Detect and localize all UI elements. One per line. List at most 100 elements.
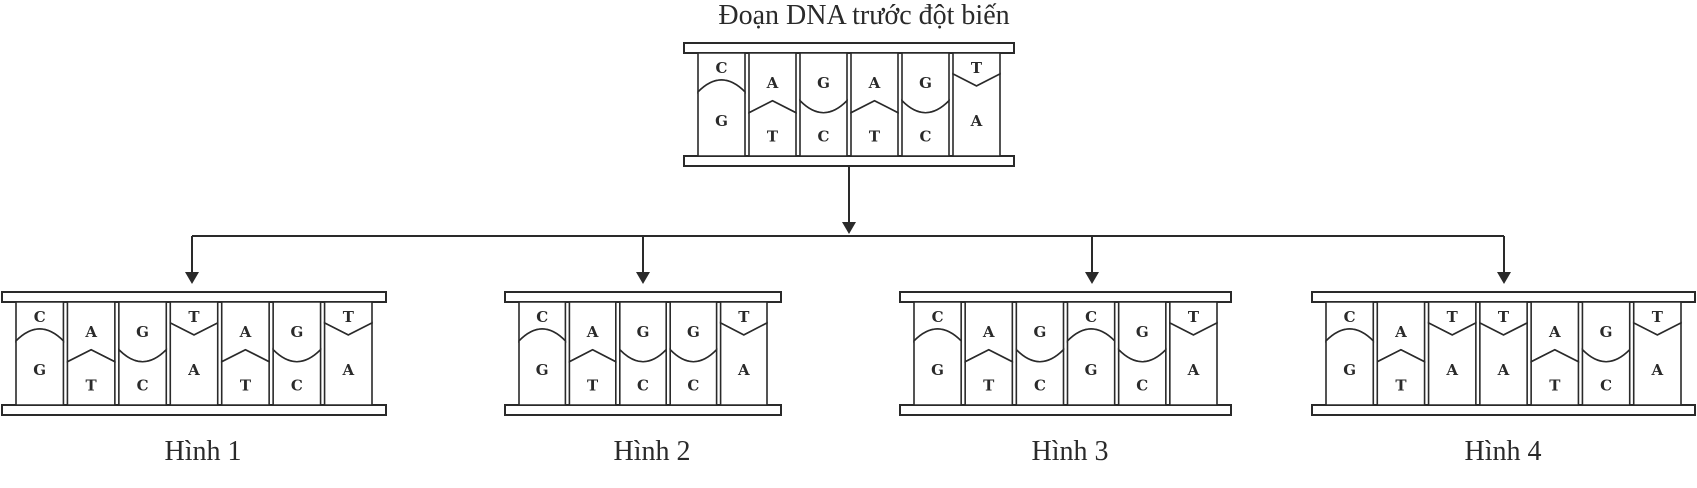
base-bottom-shape: [15, 328, 65, 406]
backbone-bottom: [683, 155, 1015, 167]
base-pair: AT: [850, 52, 899, 157]
base-bottom-shape: [272, 347, 322, 406]
base-bottom-shape: [952, 72, 1001, 157]
backbone-bottom: [899, 404, 1232, 416]
base-pair: TA: [169, 301, 219, 406]
base-top-letter: A: [868, 74, 881, 92]
base-bottom-shape: [697, 79, 746, 157]
base-bottom-letter: C: [637, 377, 649, 395]
base-top-letter: C: [716, 59, 728, 77]
base-top-letter: C: [34, 308, 46, 326]
base-top-letter: C: [1344, 308, 1356, 326]
base-pair: GC: [1015, 301, 1065, 406]
base-pair: TA: [1169, 301, 1218, 406]
base-top-letter: G: [290, 323, 303, 341]
base-bottom-letter: T: [1549, 377, 1561, 395]
base-pair: AT: [568, 301, 617, 406]
base-top-letter: A: [766, 74, 779, 92]
backbone-top: [683, 42, 1015, 54]
arrowhead-icon: [185, 272, 199, 284]
base-top-letter: A: [1548, 323, 1561, 341]
base-top-letter: C: [536, 308, 548, 326]
base-top-letter: C: [932, 308, 944, 326]
base-bottom-letter: C: [137, 377, 149, 395]
base-bottom-letter: C: [1136, 377, 1148, 395]
base-bottom-shape: [118, 347, 168, 406]
base-top-letter: A: [586, 323, 599, 341]
base-top-letter: A: [1394, 323, 1407, 341]
base-pair: GC: [118, 301, 168, 406]
base-top-letter: T: [1188, 308, 1200, 326]
base-top-letter: T: [971, 59, 983, 77]
base-top-letter: T: [343, 308, 355, 326]
base-bottom-shape: [220, 348, 270, 406]
base-bottom-letter: G: [931, 361, 944, 379]
base-bottom-shape: [669, 347, 718, 406]
base-pair: AT: [1530, 301, 1580, 406]
base-bottom-letter: G: [715, 112, 728, 130]
base-top-letter: G: [1600, 323, 1613, 341]
base-bottom-letter: G: [536, 361, 549, 379]
base-pair: TA: [1632, 301, 1682, 406]
base-pair: TA: [1479, 301, 1528, 406]
backbone-bottom: [504, 404, 782, 416]
base-bottom-letter: C: [1600, 377, 1612, 395]
base-top-letter: T: [738, 308, 750, 326]
base-bottom-letter: A: [341, 361, 354, 379]
base-bottom-shape: [901, 98, 950, 157]
base-bottom-shape: [1169, 321, 1218, 406]
arrowhead-icon: [1497, 272, 1511, 284]
arrowhead-icon: [842, 222, 856, 234]
base-pair: GC: [1581, 301, 1631, 406]
base-bottom-letter: T: [1395, 377, 1407, 395]
base-top-letter: A: [982, 323, 995, 341]
base-bottom-shape: [964, 348, 1014, 406]
base-bottom-letter: C: [920, 128, 932, 146]
base-pair: AT: [964, 301, 1014, 406]
base-pair: CG: [15, 301, 65, 406]
figure-1-label: Hình 1: [164, 436, 242, 467]
base-bottom-letter: A: [1445, 361, 1458, 379]
base-pair: CG: [1325, 301, 1375, 406]
base-pair: TA: [323, 301, 373, 406]
backbone-top: [504, 291, 782, 303]
base-pair: AT: [220, 301, 270, 406]
base-bottom-shape: [66, 348, 116, 406]
base-bottom-letter: A: [737, 361, 750, 379]
base-bottom-letter: A: [1651, 361, 1664, 379]
figure-4-label: Hình 4: [1464, 436, 1542, 467]
base-pair: AT: [66, 301, 116, 406]
base-bottom-letter: A: [1497, 361, 1510, 379]
base-top-letter: G: [136, 323, 149, 341]
base-top-letter: G: [1136, 323, 1149, 341]
base-top-letter: T: [188, 308, 200, 326]
base-pair: TA: [1427, 301, 1477, 406]
base-pair: CG: [913, 301, 962, 406]
base-top-letter: G: [817, 74, 830, 92]
base-bottom-shape: [799, 98, 848, 157]
base-bottom-letter: C: [291, 377, 303, 395]
base-bottom-letter: G: [1343, 361, 1356, 379]
base-bottom-letter: G: [1085, 361, 1098, 379]
base-bottom-shape: [323, 321, 373, 406]
base-bottom-shape: [1376, 348, 1426, 406]
base-bottom-letter: T: [86, 377, 98, 395]
base-top-letter: A: [239, 323, 252, 341]
base-bottom-shape: [1632, 321, 1682, 406]
base-bottom-shape: [1325, 328, 1375, 406]
base-pair: GC: [901, 52, 950, 157]
base-bottom-shape: [1581, 347, 1631, 406]
backbone-top: [1, 291, 387, 303]
base-bottom-shape: [1117, 347, 1167, 406]
base-bottom-shape: [619, 347, 667, 406]
base-top-letter: G: [637, 323, 650, 341]
base-bottom-letter: A: [1187, 361, 1200, 379]
base-pair: CG: [1066, 301, 1116, 406]
base-bottom-shape: [1015, 347, 1065, 406]
base-bottom-shape: [719, 321, 768, 406]
base-bottom-letter: G: [33, 361, 46, 379]
base-bottom-letter: T: [983, 377, 995, 395]
